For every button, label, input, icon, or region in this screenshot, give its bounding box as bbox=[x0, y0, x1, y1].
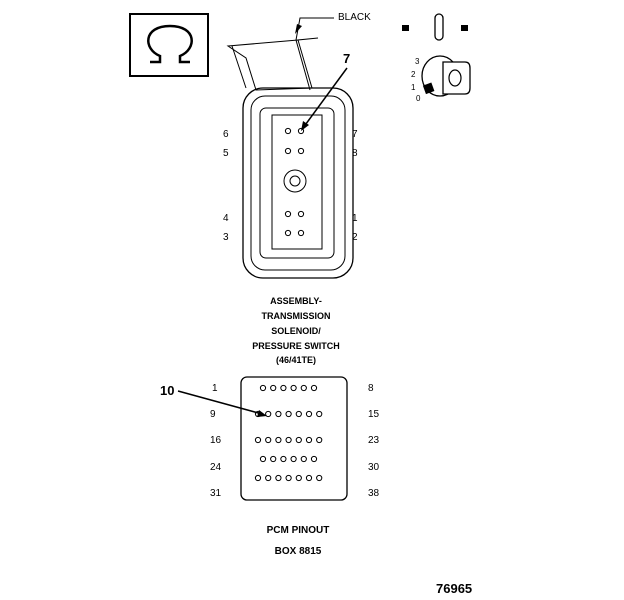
connector-pin bbox=[297, 147, 305, 155]
pcm-label-left-3: 16 bbox=[210, 435, 222, 446]
connector-pin bbox=[284, 229, 292, 237]
pcm-pin bbox=[295, 410, 302, 418]
conn-label-left-2: 5 bbox=[223, 148, 229, 159]
pcm-pin bbox=[270, 384, 277, 392]
pcm-pin bbox=[280, 455, 287, 463]
solenoid-connector bbox=[226, 37, 354, 279]
conn-label-left-4: 3 bbox=[223, 232, 229, 243]
callout-7-label: 7 bbox=[343, 51, 350, 66]
pcm-pin bbox=[295, 436, 302, 444]
pcm-pin bbox=[310, 455, 318, 463]
connector-caption-line-5: (46/41TE) bbox=[276, 355, 316, 365]
pcm-pin bbox=[310, 384, 318, 392]
conn-label-left-1: 6 bbox=[223, 129, 229, 140]
callout-10-arrow bbox=[177, 390, 263, 415]
connector-caption-line-2: TRANSMISSION bbox=[261, 311, 330, 321]
callout-10-label: 10 bbox=[160, 383, 174, 398]
pcm-pin bbox=[275, 410, 282, 418]
pcm-pin bbox=[290, 384, 297, 392]
connector-pin bbox=[297, 229, 305, 237]
connector-caption-line-3: SOLENOID/ bbox=[271, 326, 321, 336]
pcm-label-right-5: 38 bbox=[368, 488, 380, 499]
pcm-pin bbox=[305, 436, 313, 444]
pcm-pin bbox=[290, 455, 297, 463]
figure-number: 76965 bbox=[436, 581, 472, 596]
pcm-pin bbox=[316, 474, 323, 482]
pcm-pin bbox=[285, 474, 292, 482]
pcm-pin bbox=[295, 474, 302, 482]
pcm-label-left-2: 9 bbox=[210, 409, 216, 420]
pcm-label-left-1: 1 bbox=[212, 383, 218, 394]
switch-pos-3: 3 bbox=[415, 57, 420, 66]
pcm-pin bbox=[265, 474, 272, 482]
switch-pos-2: 2 bbox=[411, 70, 416, 79]
pcm-pin bbox=[254, 436, 262, 444]
ohm-symbol-icon bbox=[129, 13, 209, 77]
connector-pin bbox=[284, 210, 292, 218]
connector-pin bbox=[284, 147, 292, 155]
pcm-pin bbox=[254, 474, 262, 482]
conn-label-left-3: 4 bbox=[223, 213, 229, 224]
pcm-pin bbox=[305, 474, 313, 482]
wire-color-leader bbox=[295, 17, 334, 41]
pcm-pin bbox=[259, 455, 267, 463]
pcm-pin bbox=[285, 436, 292, 444]
wire-leader-arrowhead bbox=[295, 24, 302, 34]
wire-color-label: BLACK bbox=[338, 12, 371, 23]
pcm-pin bbox=[285, 410, 292, 418]
pcm-pin bbox=[270, 455, 277, 463]
pcm-pin bbox=[275, 436, 282, 444]
connector-pin bbox=[297, 210, 305, 218]
conn-label-right-4: 2 bbox=[352, 232, 358, 243]
pcm-label-right-1: 8 bbox=[368, 383, 374, 394]
pcm-connector bbox=[240, 376, 348, 501]
pcm-pin bbox=[275, 474, 282, 482]
conn-label-right-1: 7 bbox=[352, 129, 358, 140]
pcm-pin bbox=[265, 410, 272, 418]
pcm-caption-line-1: PCM PINOUT bbox=[267, 525, 330, 536]
pcm-pin bbox=[280, 384, 287, 392]
connector-pin bbox=[284, 127, 292, 135]
switch-pos-0: 0 bbox=[416, 94, 421, 103]
pcm-caption-line-2: BOX 8815 bbox=[275, 546, 322, 557]
pcm-pin bbox=[305, 410, 313, 418]
connector-pin bbox=[297, 127, 305, 135]
pcm-label-left-4: 24 bbox=[210, 462, 222, 473]
ignition-key-icon bbox=[402, 13, 471, 97]
conn-label-right-3: 1 bbox=[352, 213, 358, 224]
pcm-pin bbox=[259, 384, 267, 392]
pcm-pin bbox=[316, 410, 323, 418]
callout-10-arrowhead bbox=[257, 410, 267, 417]
pcm-label-right-4: 30 bbox=[368, 462, 380, 473]
pcm-label-left-5: 31 bbox=[210, 488, 222, 499]
pcm-pin bbox=[316, 436, 323, 444]
conn-label-right-2: 8 bbox=[352, 148, 358, 159]
connector-caption-line-1: ASSEMBLY- bbox=[270, 296, 322, 306]
pcm-pin bbox=[300, 455, 307, 463]
pcm-pin bbox=[265, 436, 272, 444]
switch-pos-1: 1 bbox=[411, 83, 416, 92]
pcm-label-right-2: 15 bbox=[368, 409, 380, 420]
callout-7-arrow bbox=[302, 67, 348, 129]
pcm-pin bbox=[300, 384, 307, 392]
connector-caption-line-4: PRESSURE SWITCH bbox=[252, 341, 340, 351]
callout-7-arrowhead bbox=[301, 121, 309, 131]
pcm-label-right-3: 23 bbox=[368, 435, 380, 446]
